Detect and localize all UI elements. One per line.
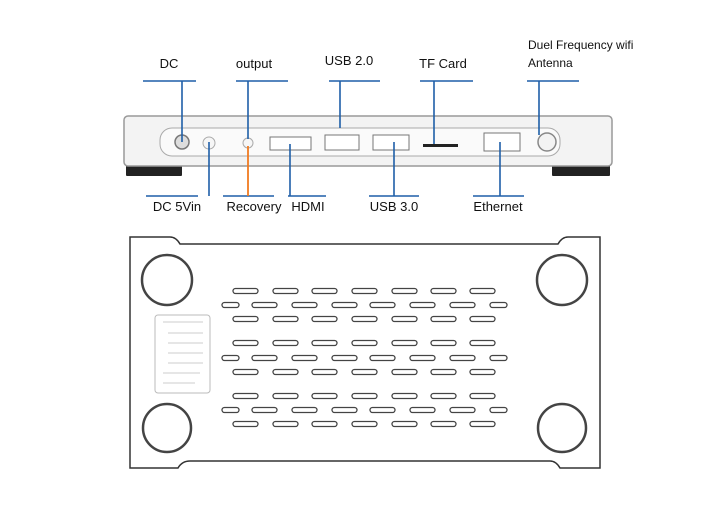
leader-lines: [143, 80, 579, 197]
vent-slot: [291, 406, 318, 414]
vent-slot: [489, 301, 508, 309]
vent-slot: [331, 406, 358, 414]
vent-slot: [272, 315, 299, 323]
vent-slot: [272, 368, 299, 376]
vent-slot: [391, 339, 418, 347]
vent-slot: [469, 420, 496, 428]
vent-slot: [469, 392, 496, 400]
vent-slot: [430, 287, 457, 295]
vent-slot: [251, 354, 278, 362]
vent-slot: [272, 339, 299, 347]
vent-slot: [351, 339, 378, 347]
vent-slot: [351, 315, 378, 323]
vent-slot: [232, 368, 259, 376]
vent-slot: [272, 420, 299, 428]
label-antenna: Antenna: [528, 56, 573, 70]
ethernet-port: [483, 132, 521, 152]
vent-slots: [221, 287, 508, 428]
vent-slot: [291, 354, 318, 362]
usb2-port: [324, 134, 360, 151]
vent-slot: [251, 301, 278, 309]
vent-slot: [369, 406, 396, 414]
vent-slot: [311, 287, 338, 295]
vent-slot: [430, 420, 457, 428]
vent-slot: [369, 354, 396, 362]
vent-slot: [221, 301, 240, 309]
vent-slot: [391, 368, 418, 376]
label-tf-card: TF Card: [419, 56, 467, 71]
vent-slot: [232, 392, 259, 400]
vent-slot: [430, 315, 457, 323]
label-wifi: Duel Frequency wifi: [528, 38, 634, 52]
usb3-port: [372, 134, 410, 151]
vent-slot: [469, 339, 496, 347]
antenna-port: [537, 132, 557, 152]
vent-slot: [221, 406, 240, 414]
vent-slot: [291, 301, 318, 309]
foot-bottom-left: [141, 402, 193, 454]
vent-slot: [369, 301, 396, 309]
label-ethernet: Ethernet: [473, 199, 523, 214]
vent-slot: [251, 406, 278, 414]
vent-slot: [391, 420, 418, 428]
label-dc5vin: DC 5Vin: [152, 199, 202, 214]
label-recovery: Recovery: [226, 199, 282, 214]
vent-slot: [232, 287, 259, 295]
vent-slot: [311, 392, 338, 400]
vent-slot: [232, 315, 259, 323]
foot-top-right: [535, 253, 589, 307]
vent-slot: [311, 420, 338, 428]
vent-slot: [391, 315, 418, 323]
vent-slot: [449, 406, 476, 414]
label-usb2: USB 2.0: [324, 53, 374, 68]
vent-slot: [351, 392, 378, 400]
vent-slot: [351, 287, 378, 295]
vent-slot: [449, 301, 476, 309]
label-usb3: USB 3.0: [369, 199, 419, 214]
vent-slot: [232, 420, 259, 428]
vent-slot: [232, 339, 259, 347]
vent-slot: [489, 406, 508, 414]
tf-slot: [423, 144, 458, 147]
vent-slot: [449, 354, 476, 362]
bottom-view: [129, 236, 601, 469]
label-hdmi: HDMI: [291, 199, 325, 214]
vent-slot: [409, 354, 436, 362]
label-plate-text: [163, 321, 203, 384]
left-foot: [126, 164, 182, 176]
vent-slot: [272, 287, 299, 295]
vent-slot: [409, 301, 436, 309]
vent-slot: [351, 420, 378, 428]
label-output: output: [235, 56, 273, 71]
vent-slot: [430, 339, 457, 347]
vent-slot: [469, 368, 496, 376]
vent-slot: [409, 406, 436, 414]
vent-slot: [351, 368, 378, 376]
vent-slot: [430, 392, 457, 400]
front-panel: [159, 127, 561, 157]
vent-slot: [489, 354, 508, 362]
label-dc: DC: [159, 56, 179, 71]
label-plate: [154, 314, 211, 394]
vent-slot: [221, 354, 240, 362]
vent-slot: [331, 354, 358, 362]
foot-top-left: [140, 253, 194, 307]
foot-bottom-right: [536, 402, 588, 454]
vent-slot: [469, 315, 496, 323]
vent-slot: [469, 287, 496, 295]
vent-slot: [391, 287, 418, 295]
right-foot: [552, 164, 610, 176]
vent-slot: [311, 339, 338, 347]
vent-slot: [331, 301, 358, 309]
vent-slot: [311, 315, 338, 323]
vent-slot: [311, 368, 338, 376]
vent-slot: [272, 392, 299, 400]
vent-slot: [391, 392, 418, 400]
vent-slot: [430, 368, 457, 376]
